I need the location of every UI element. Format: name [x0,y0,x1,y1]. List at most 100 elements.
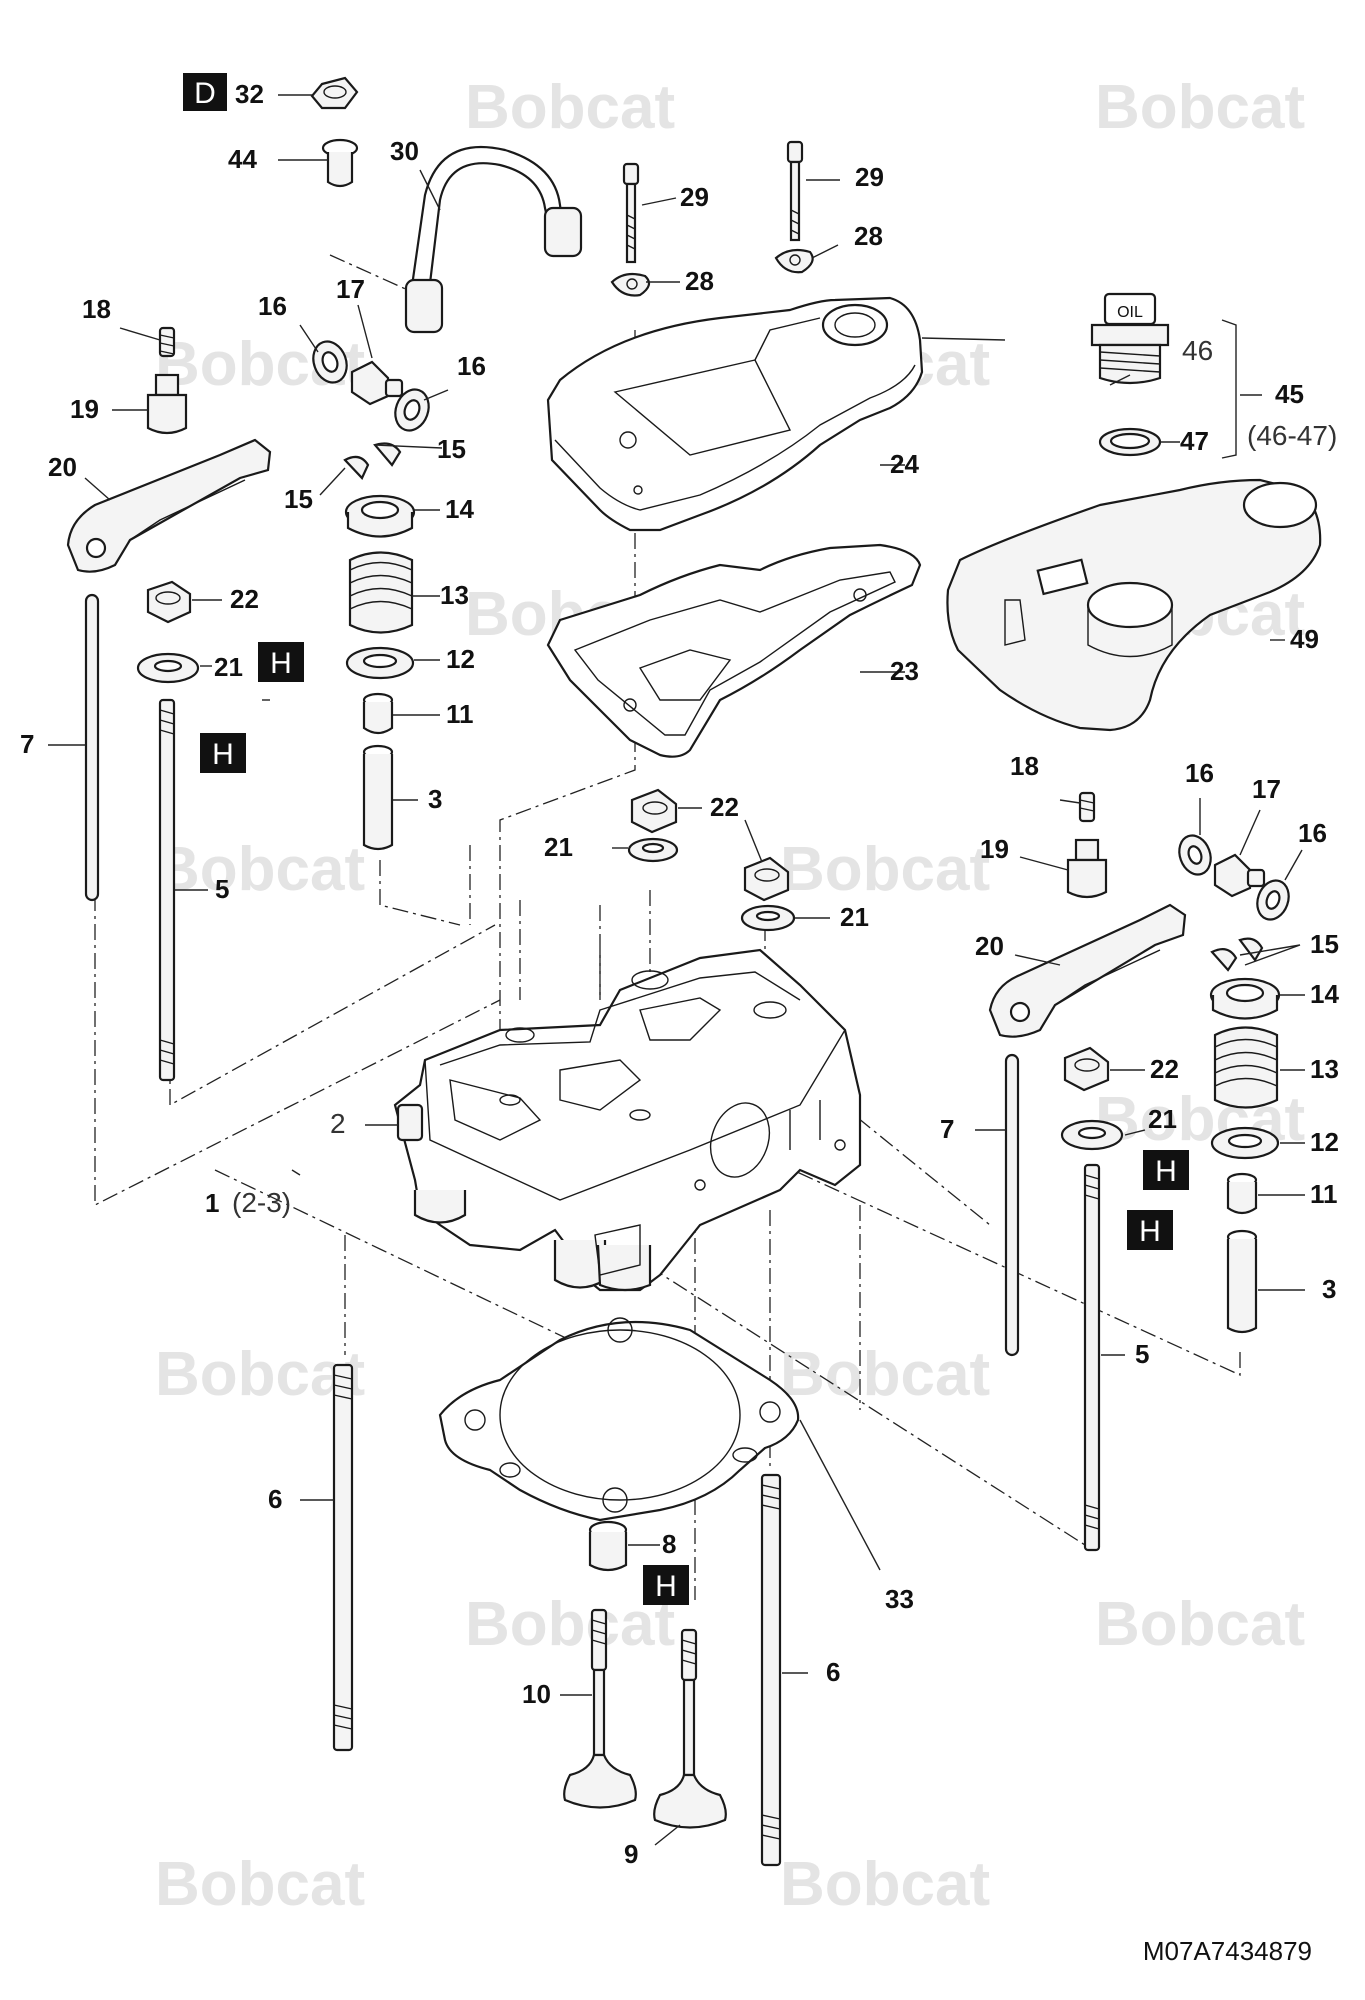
part-32-nut [310,76,359,110]
watermark-text: Bobcat [780,1340,990,1409]
callout-19: 19 [70,394,99,424]
callout-18: 18 [82,294,111,324]
callout-3: 3 [428,784,442,814]
callout-21: 21 [544,832,573,862]
part-20-rocker-arm-left [66,438,272,573]
part-1-cylinder-head [393,948,862,1292]
callout-5: 5 [215,874,229,904]
leader-lines [48,94,1305,1846]
callout-23: 23 [890,656,919,686]
part-47-seal-ring [1098,427,1162,457]
callout-22: 22 [230,584,259,614]
callout-3: 3 [1322,1274,1336,1304]
callout-6: 6 [268,1484,282,1514]
watermark-text: Bobcat [1095,73,1305,142]
callout-45-range: (46-47) [1247,420,1337,451]
callout-16: 16 [1185,758,1214,788]
callout-18: 18 [1010,751,1039,781]
callout-14: 14 [1310,979,1339,1009]
callout-22: 22 [1150,1054,1179,1084]
note-box-h-text: H [1155,1155,1177,1188]
part-12-seat-right [1210,1126,1280,1160]
part-15-keepers-left [343,442,402,480]
callout-15: 15 [437,434,466,464]
callout-30: 30 [390,136,419,166]
callout-7: 7 [940,1114,954,1144]
note-box-h-text: H [655,1570,677,1603]
callout-49: 49 [1290,624,1319,654]
part-21-washer-left [136,652,200,684]
callout-19: 19 [980,834,1009,864]
part-29-bolt-left [622,162,640,264]
part-7-push-rod-right [1004,1053,1020,1357]
watermark-text: Bobcat [465,73,675,142]
part-22-nut-right [1063,1046,1110,1092]
callout-15: 15 [1310,929,1339,959]
part-44-sleeve [321,138,359,188]
callout-13: 13 [1310,1054,1339,1084]
callout-15: 15 [284,484,313,514]
callout-labels: 32 44 30 29 29 28 28 24 23 46 47 45 (46-… [20,79,1339,1869]
part-16-washer-left-a [312,340,348,384]
note-box-h-text: H [1139,1215,1161,1248]
note-boxes: D H H H H H [183,73,1189,1605]
callout-21: 21 [840,902,869,932]
part-21-washer-right [1060,1119,1124,1151]
callout-16: 16 [1298,818,1327,848]
watermark-text: Bobcat [780,1850,990,1919]
part-22-nut-left [146,580,192,624]
callout-8: 8 [662,1529,676,1559]
part-18-adjust-screw-right [1078,791,1096,823]
callout-17: 17 [336,274,365,304]
note-box-h [258,642,304,682]
note-box-h [1143,1150,1189,1190]
callout-13: 13 [440,580,469,610]
part-19-nut-left [146,373,188,435]
oil-cap-label: OIL [1117,304,1143,321]
callout-21: 21 [1148,1104,1177,1134]
part-9-exhaust-valve [653,1628,727,1829]
part-13-spring-right [1213,1026,1279,1109]
note-box-h [1127,1210,1173,1250]
callout-1-range: (2-3) [232,1187,291,1218]
callout-1: 1 [205,1188,219,1218]
part-22-nut-center-a [630,788,678,834]
callout-33: 33 [885,1584,914,1614]
part-17-shaft-left [350,360,404,406]
part-3-guide-left [362,744,394,851]
part-7-push-rod-left [84,593,100,902]
callout-44: 44 [228,144,257,174]
callout-17: 17 [1252,774,1281,804]
note-box-h-text: H [270,647,292,680]
note-box-h [643,1565,689,1605]
part-46-oil-cap: OIL [1090,292,1170,385]
note-box-d [183,73,227,111]
watermark-text: Bobcat [155,1340,365,1409]
callout-29: 29 [680,182,709,212]
part-33-head-gasket [438,1317,800,1522]
part-24-valve-cover [546,296,924,532]
callout-21: 21 [214,652,243,682]
callout-22: 22 [710,792,739,822]
part-21-washer-center-a [627,837,679,863]
watermark-text: Bobcat [780,835,990,904]
part-16-washer-right-a [1178,834,1212,876]
callout-32: 32 [235,79,264,109]
part-28-washer-right [774,248,814,274]
part-28-washer-left [610,272,651,297]
callout-16: 16 [258,291,287,321]
part-20-rocker-arm-right [988,903,1187,1038]
callout-12: 12 [1310,1127,1339,1157]
part-10-intake-valve [563,1608,637,1809]
callout-9: 9 [624,1839,638,1869]
part-19-nut-right [1066,838,1108,899]
callout-14: 14 [445,494,474,524]
part-11-seal-left [362,692,394,735]
callout-47: 47 [1180,426,1209,456]
part-11-seal-right [1226,1172,1258,1215]
note-box-h [200,733,246,773]
callout-20: 20 [975,931,1004,961]
part-49-valve-cover-assembly [946,478,1322,732]
part-5-stud-left [158,698,176,1082]
